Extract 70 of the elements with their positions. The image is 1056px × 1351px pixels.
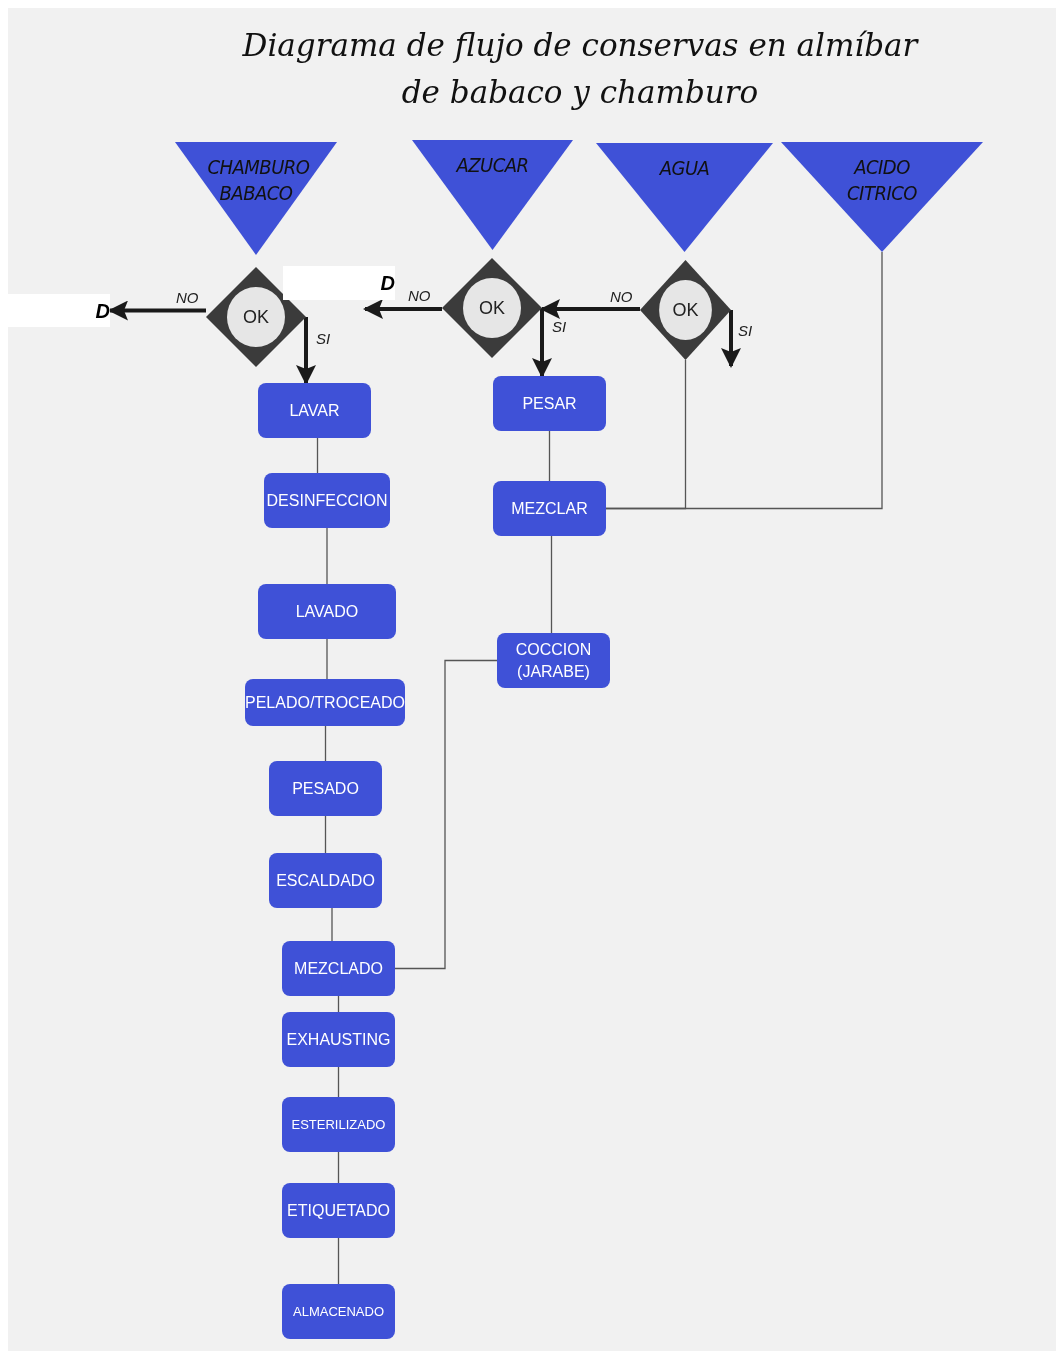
- node-label: D: [95, 300, 110, 321]
- input-triangle: [412, 140, 573, 250]
- node-label: AZUCAR: [456, 153, 529, 177]
- edge-label: SI: [552, 317, 567, 337]
- node-label: AGUA: [659, 156, 710, 180]
- node-label: PELADO/TROCEADO: [245, 692, 405, 713]
- edge-label: NO: [176, 288, 199, 308]
- arrow: [540, 299, 640, 319]
- diagram-title: Diagrama de flujo de conservas en almíbar de babaco y chamburo: [241, 26, 920, 112]
- process-box: [493, 376, 606, 431]
- arrow: [532, 308, 552, 378]
- process-box: [258, 383, 371, 438]
- process-box: [245, 679, 405, 726]
- process-box: [269, 761, 382, 816]
- connector-line: [548, 430, 551, 482]
- node-label: OK: [243, 306, 269, 327]
- process-box: [497, 633, 610, 688]
- node-label: ACIDO CITRICO: [847, 155, 917, 205]
- node-label: D: [380, 273, 395, 293]
- process-box: [493, 481, 606, 536]
- arrow: [363, 299, 442, 319]
- connector-line: [337, 1237, 340, 1285]
- connector-line: [324, 815, 327, 854]
- node-label: MEZCLAR: [511, 498, 588, 519]
- node-label: LAVAR: [289, 400, 340, 421]
- node-label: ESCALDADO: [276, 870, 375, 891]
- process-box: [282, 1097, 395, 1152]
- connector-line: [337, 1066, 340, 1098]
- process-box: [269, 853, 382, 908]
- text-node: [8, 294, 110, 327]
- node-label: OK: [479, 297, 505, 318]
- node-label: PESADO: [292, 778, 359, 799]
- input-triangle: [175, 142, 337, 255]
- process-box: [264, 473, 390, 528]
- process-box: [282, 1284, 395, 1339]
- node-label: ALMACENADO: [293, 1302, 384, 1321]
- edge-label: SI: [738, 321, 753, 341]
- connector-line: [550, 535, 553, 634]
- node-label: LAVADO: [295, 601, 359, 622]
- connector-line: [326, 527, 328, 585]
- connector-line: [331, 907, 333, 942]
- connector-line: [316, 437, 319, 474]
- connector-line: [337, 1151, 340, 1184]
- node-label: MEZCLADO: [294, 958, 383, 979]
- decision-diamond: [442, 258, 542, 358]
- edge-label: NO: [408, 286, 431, 306]
- node-label: COCCION (JARABE): [514, 639, 593, 682]
- connector-line: [605, 251, 883, 510]
- connector-line: [324, 725, 327, 762]
- edge-label: SI: [316, 329, 331, 349]
- node-label: PESAR: [522, 393, 577, 414]
- node-label: OK: [672, 299, 699, 320]
- arrow: [721, 310, 741, 368]
- node-label: CHAMBURO BABACO: [207, 155, 310, 205]
- connector-line: [326, 638, 328, 680]
- node-label: DESINFECCION: [266, 490, 388, 511]
- arrow: [296, 317, 316, 385]
- process-box: [258, 584, 396, 639]
- input-triangle: [596, 143, 773, 252]
- connector-line: [394, 659, 498, 970]
- node-label: ETIQUETADO: [287, 1200, 390, 1221]
- decision-diamond: [640, 260, 731, 360]
- node-label: ESTERILIZADO: [291, 1115, 386, 1134]
- process-box: [282, 1012, 395, 1067]
- input-triangle: [781, 142, 983, 252]
- node-label: EXHAUSTING: [286, 1029, 391, 1050]
- process-box: [282, 1183, 395, 1238]
- process-box: [282, 941, 395, 996]
- edge-label: NO: [610, 287, 633, 307]
- text-node: [283, 266, 395, 300]
